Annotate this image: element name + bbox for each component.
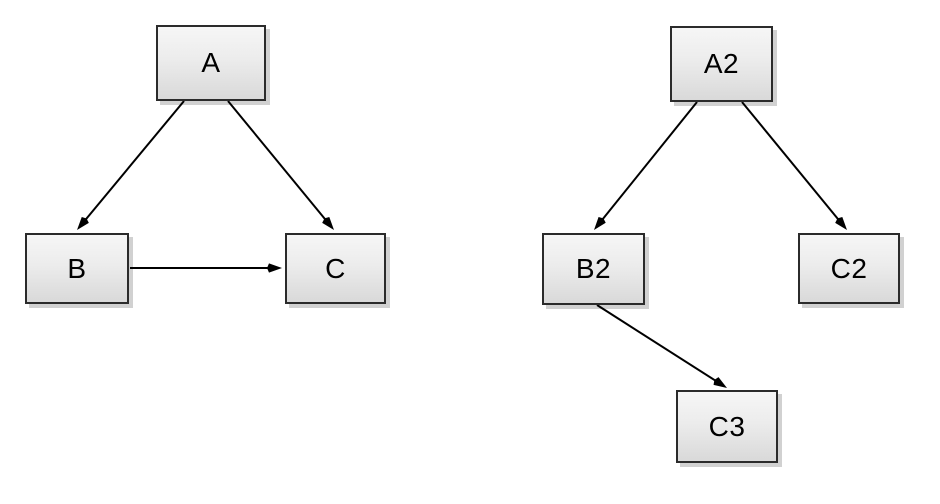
node-b[interactable]: B bbox=[25, 233, 129, 304]
node-c3[interactable]: C3 bbox=[676, 390, 778, 463]
node-a[interactable]: A bbox=[156, 25, 266, 101]
node-label: C bbox=[325, 252, 346, 284]
node-c2[interactable]: C2 bbox=[798, 233, 900, 304]
edge-line bbox=[741, 101, 844, 226]
node-label: B bbox=[67, 252, 87, 284]
node-a2[interactable]: A2 bbox=[670, 26, 773, 102]
arrowhead-icon bbox=[267, 263, 282, 273]
node-b2[interactable]: B2 bbox=[542, 233, 645, 305]
edge-a2-to-b2 bbox=[594, 101, 698, 230]
edge-b2-to-c3 bbox=[596, 304, 727, 388]
edge-line bbox=[596, 304, 722, 386]
arrowhead-icon bbox=[77, 217, 89, 230]
node-label: A2 bbox=[703, 48, 740, 79]
arrowhead-icon bbox=[835, 217, 847, 230]
node-label: A bbox=[201, 47, 221, 78]
edge-a2-to-c2 bbox=[741, 101, 847, 230]
node-label: C3 bbox=[708, 410, 746, 442]
node-label: C2 bbox=[830, 252, 868, 284]
edge-a-to-b bbox=[77, 100, 185, 230]
edge-line bbox=[227, 100, 331, 226]
arrowhead-icon bbox=[713, 377, 727, 388]
edge-line bbox=[597, 101, 698, 226]
node-c[interactable]: C bbox=[285, 233, 386, 304]
node-label: B2 bbox=[575, 253, 612, 284]
arrowhead-icon bbox=[594, 216, 606, 230]
arrowhead-icon bbox=[322, 217, 334, 230]
edge-b-to-c bbox=[130, 263, 282, 273]
edge-a-to-c bbox=[227, 100, 334, 230]
edge-line bbox=[80, 100, 185, 226]
